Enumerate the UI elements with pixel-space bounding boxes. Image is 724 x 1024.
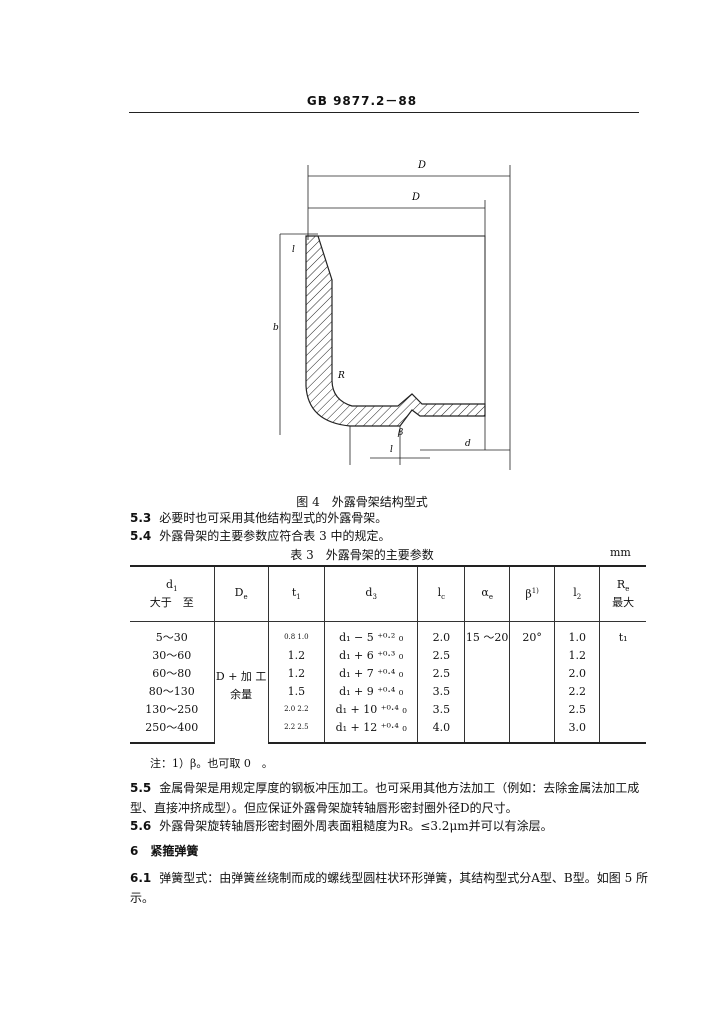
section-6-heading: 6 紧箍弹簧 — [130, 844, 199, 858]
table-row: 130～250 2.0 2.2 d₁ + 10 ⁺⁰·⁴ ₀ 3.5 2.5 — [130, 700, 646, 718]
label-re: R — [337, 371, 345, 381]
label-d: D — [411, 192, 420, 203]
header-ac: αe — [464, 565, 510, 622]
table-row: 80～130 1.5 d₁ + 9 ⁺⁰·⁴ ₀ 3.5 2.2 — [130, 682, 646, 700]
header-lc: lc — [417, 565, 465, 622]
table-row: 60～80 1.2 d₁ + 7 ⁺⁰·⁴ ₀ 2.5 2.0 — [130, 664, 646, 682]
label-lc: l — [390, 445, 393, 455]
table-row: 5～30 D + 加 工余量 0.8 1.0 d₁ − 5 ⁺⁰·² ₀ 2.0… — [130, 621, 646, 743]
header-t1: t1 — [267, 565, 325, 622]
header-de: De — [213, 565, 269, 622]
label-b: b — [273, 323, 279, 333]
label-beta: β — [397, 428, 403, 438]
de-value: D + 加 工余量 — [213, 621, 269, 743]
header-rule — [129, 112, 639, 113]
header-beta: β1) — [509, 565, 555, 622]
figure-caption: 图 4 外露骨架结构型式 — [296, 495, 428, 509]
page-header: GB 9877.2－88 — [306, 94, 418, 108]
table-row: 250～400 2.2 2.5 d₁ + 12 ⁺⁰·⁴ ₀ 4.0 3.0 — [130, 718, 646, 744]
table-title: 表 3 外露骨架的主要参数 — [290, 548, 434, 562]
skeleton-section — [305, 235, 486, 427]
label-de: D — [417, 160, 426, 171]
table-row: 30～60 1.2 d₁ + 6 ⁺⁰·³ ₀ 2.5 1.2 — [130, 646, 646, 664]
header-l2: l2 — [554, 565, 600, 622]
table-unit: mm — [610, 546, 631, 559]
table-note: 注：1）β。也可取 0 。 — [150, 757, 273, 770]
outer-skeleton-figure: D D b l l β R d — [273, 160, 511, 470]
label-d1: d — [465, 439, 471, 449]
header-d3: d3 — [323, 565, 418, 622]
label-l1: l — [292, 245, 295, 255]
